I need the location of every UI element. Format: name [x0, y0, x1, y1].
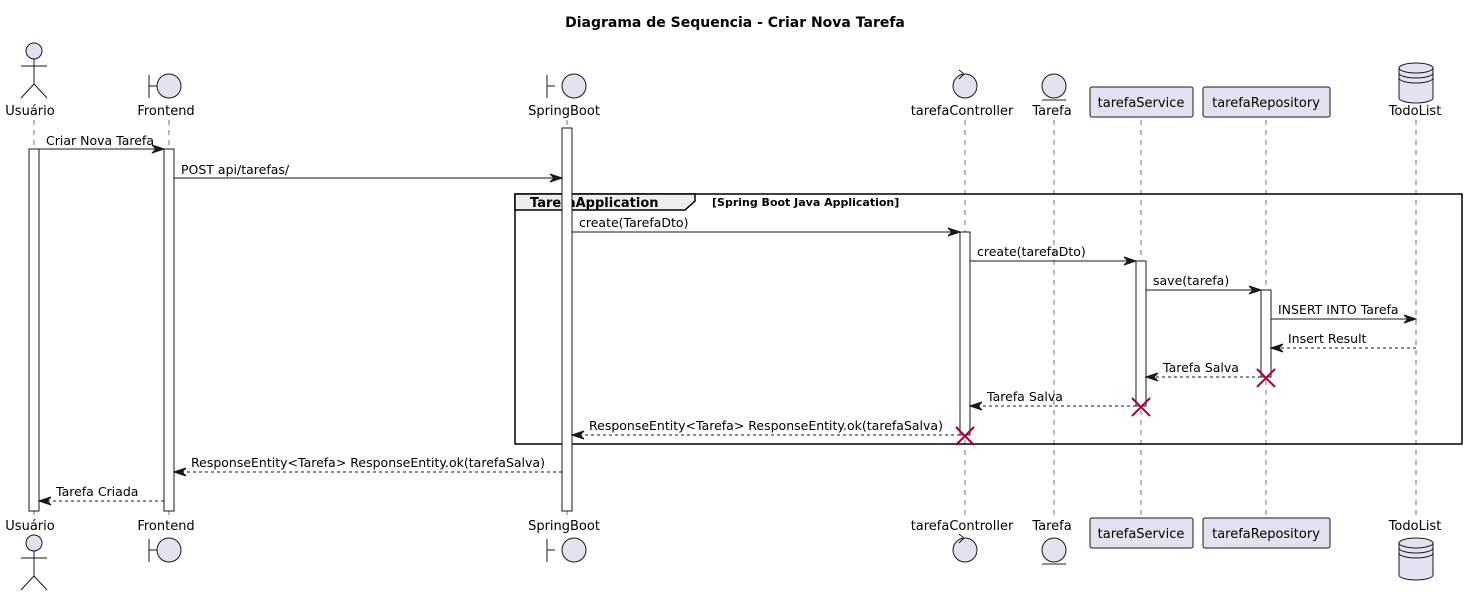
message-label: Tarefa Salva: [1162, 360, 1239, 375]
destroy-icon: [1131, 397, 1151, 417]
participant-service: tarefaService: [1089, 86, 1194, 118]
message-label: ResponseEntity<Tarefa> ResponseEntity.ok…: [191, 455, 545, 470]
control-controller: tarefaController: [911, 519, 1014, 563]
entity-tarefa: Tarefa: [1031, 519, 1072, 565]
boundary-icon: [546, 537, 587, 563]
message-label: Tarefa Salva: [986, 389, 1063, 404]
group-frame-guard: [Spring Boot Java Application]: [712, 196, 899, 209]
message-label: create(TarefaDto): [579, 215, 688, 230]
destroy-icon: [1256, 368, 1276, 388]
arrowhead: [549, 173, 564, 183]
participant-box: [1202, 86, 1331, 118]
control-icon: [952, 69, 978, 99]
arrowhead: [947, 227, 962, 237]
entity-icon: [1041, 537, 1067, 565]
participant-label: Tarefa: [1031, 519, 1071, 534]
participant-service: tarefaService: [1089, 517, 1194, 549]
boundary-icon: [546, 73, 587, 99]
arrowhead: [1403, 314, 1418, 324]
actor-icon: [20, 42, 48, 99]
message-label: Tarefa Criada: [55, 484, 138, 499]
diagram-title: Diagrama de Sequencia - Criar Nova Taref…: [565, 15, 905, 31]
message-label: create(tarefaDto): [977, 244, 1086, 259]
participant-label: Frontend: [137, 104, 194, 119]
message-label: INSERT INTO Tarefa: [1278, 302, 1399, 317]
group-frame-border: [514, 193, 1463, 445]
destroy-markers: [955, 368, 1276, 446]
activation-controller: [959, 231, 971, 436]
database-todolist: TodoList: [1388, 62, 1442, 119]
arrowhead: [1123, 256, 1138, 266]
message-label: Insert Result: [1288, 331, 1367, 346]
participant-repository: tarefaRepository: [1202, 517, 1331, 549]
arrowhead: [37, 496, 52, 506]
activation-service: [1135, 260, 1147, 407]
participant-label: tarefaService: [1098, 96, 1185, 111]
arrowhead: [968, 401, 983, 411]
database-icon: [1398, 537, 1434, 581]
participant-label: tarefaController: [911, 519, 1014, 534]
participant-label: Usuário: [5, 519, 54, 534]
boundary-icon: [148, 537, 182, 563]
participant-label: SpringBoot: [528, 519, 600, 534]
boundary-frontend: Frontend: [137, 519, 195, 563]
arrowhead: [1269, 343, 1284, 353]
message-label: POST api/tarefas/: [181, 162, 290, 177]
arrowhead: [1248, 285, 1263, 295]
message-label: save(tarefa): [1153, 273, 1229, 288]
group-frame-tab: [514, 193, 696, 211]
participant-repository: tarefaRepository: [1202, 86, 1331, 118]
arrowhead: [172, 467, 187, 477]
participant-label: TodoList: [1388, 519, 1442, 534]
group-frame: TarefaApplication [Spring Boot Java Appl…: [514, 193, 1463, 445]
activation-repository: [1260, 289, 1272, 378]
destroy-icon: [955, 426, 975, 446]
arrowhead: [151, 144, 166, 154]
participant-label: tarefaController: [911, 104, 1014, 119]
participants-top: Usuário Frontend SpringBoot: [5, 42, 1442, 119]
activation-springboot: [561, 127, 573, 512]
boundary-icon: [148, 73, 182, 99]
entity-tarefa: Tarefa: [1031, 73, 1072, 119]
participant-label: tarefaService: [1098, 527, 1185, 542]
entity-icon: [1041, 73, 1067, 101]
participant-label: Tarefa: [1031, 104, 1071, 119]
boundary-springboot: SpringBoot: [528, 73, 600, 119]
participant-box: [1202, 517, 1331, 549]
activations: [28, 127, 1272, 512]
participant-box: [1089, 86, 1194, 118]
arrowhead: [1144, 372, 1159, 382]
actor-usuario: Usuário: [5, 519, 55, 591]
participant-box: [1089, 517, 1194, 549]
actor-usuario: Usuário: [5, 42, 55, 119]
control-icon: [952, 533, 978, 563]
actor-icon: [20, 534, 48, 591]
group-frame-label: TarefaApplication: [530, 196, 659, 211]
activation-frontend: [163, 148, 175, 512]
activation-usuario: [28, 148, 40, 512]
messages: Criar Nova Tarefa POST api/tarefas/ crea…: [37, 133, 1418, 506]
participant-label: TodoList: [1388, 104, 1442, 119]
boundary-springboot: SpringBoot: [528, 519, 600, 563]
boundary-frontend: Frontend: [137, 73, 195, 119]
participants-bottom: Usuário Frontend SpringBoot: [5, 517, 1442, 591]
participant-label: Usuário: [5, 104, 54, 119]
control-controller: tarefaController: [911, 69, 1014, 119]
participant-label: tarefaRepository: [1212, 96, 1320, 111]
message-label: ResponseEntity<Tarefa> ResponseEntity.ok…: [589, 418, 943, 433]
database-todolist: TodoList: [1388, 519, 1442, 581]
participant-label: SpringBoot: [528, 104, 600, 119]
database-icon: [1398, 62, 1434, 104]
arrowhead: [570, 430, 585, 440]
message-label: Criar Nova Tarefa: [46, 133, 154, 148]
participant-label: tarefaRepository: [1212, 527, 1320, 542]
participant-label: Frontend: [137, 519, 194, 534]
